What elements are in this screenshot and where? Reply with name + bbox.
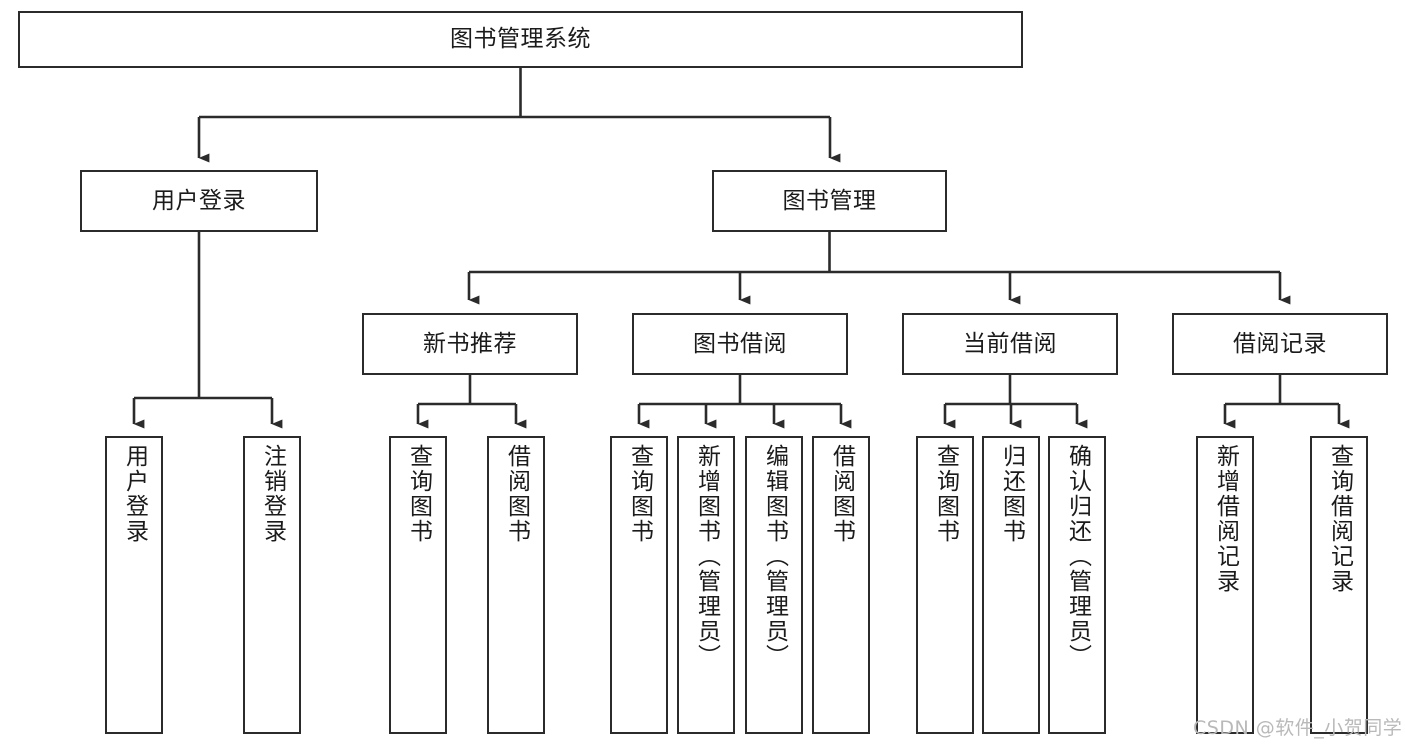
node-book-management[interactable]: 图书管理 (712, 170, 947, 232)
node-label: 归还图书 (998, 444, 1025, 544)
node-label: 查询图书 (405, 444, 432, 544)
node-label: 新增图书（管理员） (693, 444, 720, 669)
leaf-edit-book-admin[interactable]: 编辑图书（管理员） (745, 436, 803, 734)
node-user-login[interactable]: 用户登录 (80, 170, 318, 232)
leaf-borrow-book-recommend[interactable]: 借阅图书 (487, 436, 545, 734)
node-label: 查询图书 (626, 444, 653, 544)
node-label: 借阅记录 (1233, 330, 1327, 357)
node-book-borrow[interactable]: 图书借阅 (632, 313, 848, 375)
leaf-add-book-admin[interactable]: 新增图书（管理员） (677, 436, 735, 734)
leaf-confirm-return-admin[interactable]: 确认归还（管理员） (1048, 436, 1106, 734)
node-label: 用户登录 (121, 444, 148, 544)
leaf-user-login[interactable]: 用户登录 (105, 436, 163, 734)
node-label: 新书推荐 (423, 330, 517, 357)
node-root-system[interactable]: 图书管理系统 (18, 11, 1023, 68)
leaf-return-book[interactable]: 归还图书 (982, 436, 1040, 734)
node-label: 新增借阅记录 (1212, 444, 1239, 594)
node-label: 查询借阅记录 (1326, 444, 1353, 594)
node-label: 用户登录 (152, 187, 246, 214)
node-current-borrow[interactable]: 当前借阅 (902, 313, 1118, 375)
leaf-query-book-recommend[interactable]: 查询图书 (389, 436, 447, 734)
node-borrow-record[interactable]: 借阅记录 (1172, 313, 1388, 375)
leaf-query-book-borrow[interactable]: 查询图书 (610, 436, 668, 734)
node-label: 借阅图书 (828, 444, 855, 544)
watermark-text: CSDN @软件_小贺同学 (1193, 717, 1403, 739)
leaf-borrow-book[interactable]: 借阅图书 (812, 436, 870, 734)
leaf-query-book-current[interactable]: 查询图书 (916, 436, 974, 734)
leaf-logout[interactable]: 注销登录 (243, 436, 301, 734)
node-label: 图书借阅 (693, 330, 787, 357)
node-label: 编辑图书（管理员） (761, 444, 788, 669)
leaf-query-borrow-record[interactable]: 查询借阅记录 (1310, 436, 1368, 734)
node-label: 当前借阅 (963, 330, 1057, 357)
node-label: 确认归还（管理员） (1064, 444, 1091, 669)
node-new-book-recommend[interactable]: 新书推荐 (362, 313, 578, 375)
node-label: 图书管理 (782, 187, 877, 214)
node-label: 注销登录 (259, 444, 286, 544)
leaf-add-borrow-record[interactable]: 新增借阅记录 (1196, 436, 1254, 734)
node-label: 借阅图书 (503, 444, 530, 544)
node-label: 查询图书 (932, 444, 959, 544)
node-label: 图书管理系统 (450, 26, 591, 53)
